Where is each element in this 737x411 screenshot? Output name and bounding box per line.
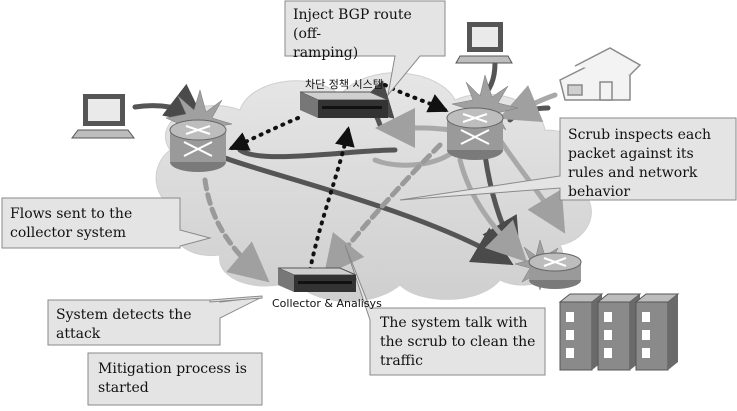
server-icon — [558, 293, 604, 371]
server-rack-group — [558, 293, 680, 371]
server-icon — [634, 293, 680, 371]
computer-icon — [71, 94, 135, 139]
callout-detects-attack: System detects the attack — [56, 307, 192, 342]
router-icon — [169, 119, 227, 172]
collector-label: Collector & Analisys — [272, 297, 382, 310]
house-icon — [559, 47, 642, 101]
policy-system-label: 차단 정책 시스템 — [305, 78, 383, 91]
server-icon — [299, 91, 389, 118]
callout-mitigation: Mitigation process is started — [98, 361, 247, 396]
callout-inject-bgp: Inject BGP route (off- ramping) — [293, 7, 412, 61]
callout-talk-scrub: The system talk with the scrub to clean … — [380, 315, 536, 369]
computer-icon — [455, 22, 513, 64]
callout-scrub-inspects: Scrub inspects each packet against its r… — [568, 127, 712, 200]
router-icon — [446, 107, 504, 160]
callout-flows-sent: Flows sent to the collector system — [10, 206, 133, 241]
flow-arrows — [202, 142, 443, 283]
server-icon — [277, 267, 357, 292]
server-icon — [596, 293, 642, 371]
router-icon — [528, 252, 582, 289]
